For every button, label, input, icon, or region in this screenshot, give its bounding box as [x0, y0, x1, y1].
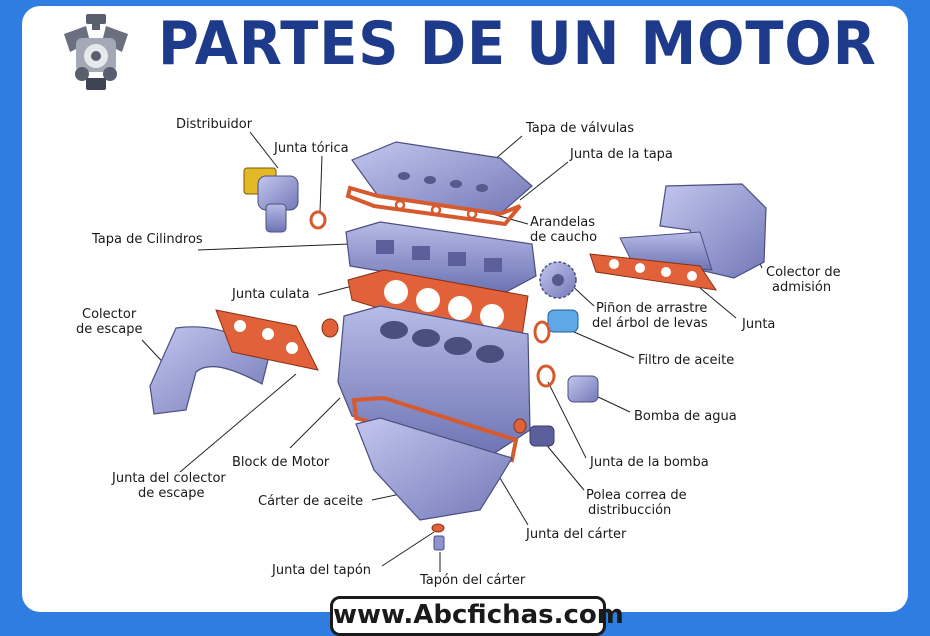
label-colector-admision-2: admisión — [772, 280, 831, 295]
engine-block-part — [337, 305, 531, 457]
label-arandelas-1: Arandelas — [530, 215, 595, 230]
pump-gasket-part — [536, 364, 556, 388]
oil-pan-gasket-part — [351, 395, 519, 463]
engine-icon — [64, 14, 128, 90]
oil-pan-part — [355, 417, 513, 521]
pulley-part — [529, 425, 555, 447]
label-colector-escape-1: Colector — [82, 307, 137, 322]
exhaust-seal-part — [321, 318, 339, 338]
label-colector-escape-2: de escape — [76, 322, 143, 337]
label-junta-bomba: Junta de la bomba — [589, 455, 709, 470]
label-junta-tapa: Junta de la tapa — [569, 147, 673, 162]
label-tapon-carter: Tapón del cárter — [419, 573, 526, 588]
label-tapa-valvulas: Tapa de válvulas — [525, 121, 634, 136]
label-polea-2: distribucción — [588, 503, 671, 518]
pulley-seal-part — [513, 418, 527, 434]
oil-filter-part — [547, 309, 579, 333]
valve-cover-part — [351, 141, 533, 215]
valve-cover-gasket-part — [345, 185, 522, 227]
plug-gasket-part — [431, 523, 445, 533]
label-tapa-cilindros: Tapa de Cilindros — [91, 232, 203, 247]
leader-lines — [141, 131, 763, 572]
website-link[interactable]: www.Abcfichas.com — [330, 596, 624, 636]
label-pinon-1: Piñon de arrastre — [596, 301, 707, 316]
label-arandelas-2: de caucho — [530, 230, 597, 245]
label-junta: Junta — [741, 317, 775, 332]
label-colector-admision-1: Colector de — [766, 265, 841, 280]
label-junta-torica: Junta tórica — [273, 141, 349, 156]
label-junta-colector-1: Junta del colector — [111, 471, 226, 486]
label-distribuidor: Distribuidor — [176, 117, 253, 132]
cylinder-head-part — [345, 221, 537, 293]
label-filtro-aceite: Filtro de aceite — [638, 353, 734, 368]
label-block-motor: Block de Motor — [232, 455, 330, 470]
water-pump-part — [567, 375, 599, 403]
label-polea-1: Polea correa de — [586, 488, 687, 503]
o-ring-part — [309, 210, 327, 230]
label-junta-culata: Junta culata — [231, 287, 310, 302]
intake-gasket-part — [589, 253, 718, 291]
drain-plug-part — [433, 535, 445, 551]
intake-manifold-part — [619, 183, 767, 279]
label-bomba-agua: Bomba de agua — [634, 409, 737, 424]
camshaft-gear-part — [539, 261, 577, 299]
label-junta-colector-2: de escape — [138, 486, 205, 501]
page-title: PARTES DE UN MOTOR — [158, 9, 877, 79]
label-pinon-2: del árbol de levas — [592, 316, 708, 331]
oil-filter-ring-part — [533, 320, 551, 344]
exhaust-gasket-part — [215, 309, 319, 371]
label-carter-aceite: Cárter de aceite — [258, 494, 363, 509]
label-junta-carter: Junta del cárter — [525, 527, 627, 542]
rubber-washers-part — [394, 199, 478, 220]
distributor-part — [243, 167, 299, 233]
label-junta-tapon: Junta del tapón — [271, 563, 371, 578]
engine-diagram: Distribuidor Junta tórica Tapa de válvul… — [76, 117, 841, 588]
head-gasket-part — [347, 269, 529, 343]
